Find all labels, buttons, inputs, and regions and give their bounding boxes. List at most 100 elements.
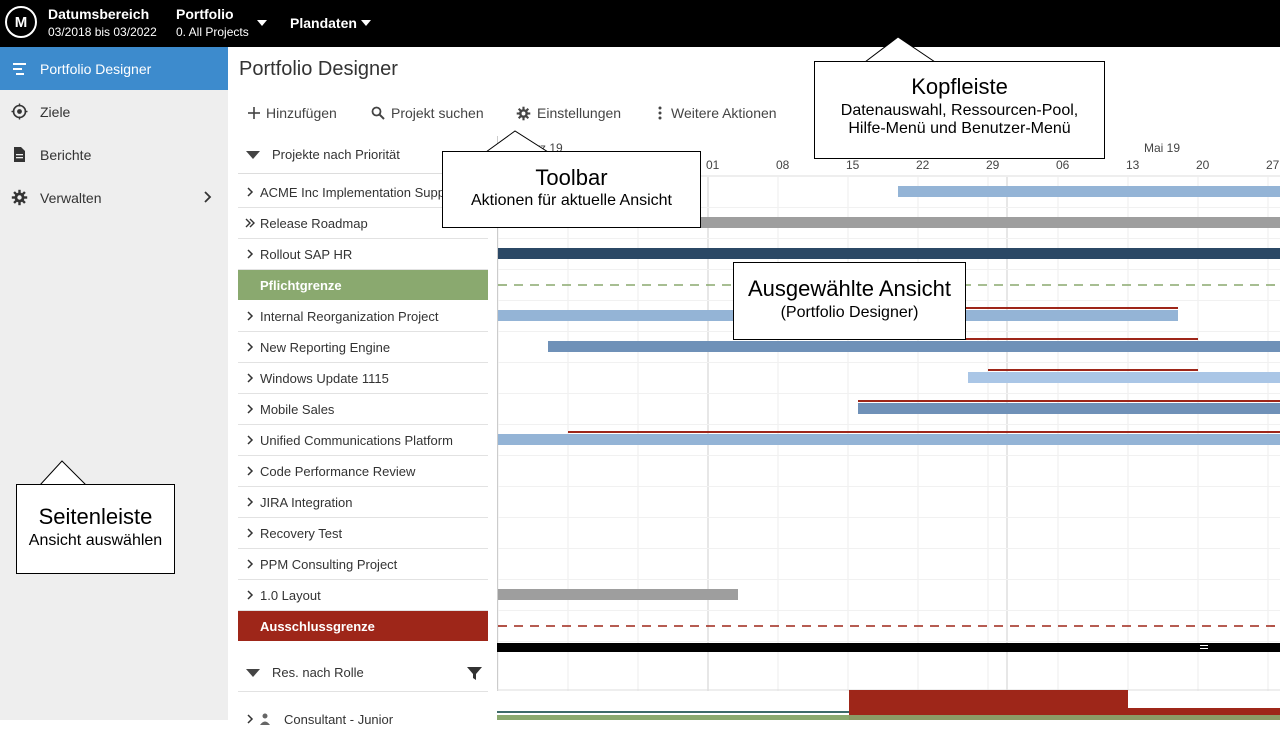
- pflichtgrenze-row[interactable]: Pflichtgrenze: [238, 270, 488, 300]
- week-label: 08: [776, 158, 790, 172]
- budget-overrun-line: [988, 369, 1198, 371]
- chevron-right-icon[interactable]: [245, 528, 255, 538]
- callout-toolbar: Toolbar Aktionen für aktuelle Ansicht: [442, 151, 701, 228]
- sidebar-item-berichte[interactable]: Berichte: [0, 133, 228, 176]
- list-item[interactable]: New Reporting Engine: [238, 332, 488, 363]
- caret-down-icon: [246, 151, 260, 159]
- plandaten-dropdown-icon[interactable]: [361, 20, 371, 26]
- project-name: Release Roadmap: [260, 215, 368, 231]
- chevron-right-icon[interactable]: [245, 497, 255, 507]
- plandaten-dropdown[interactable]: Plandaten: [290, 15, 357, 31]
- group-header-label: Projekte nach Priorität: [272, 147, 400, 162]
- search-project-button[interactable]: Projekt suchen: [371, 103, 484, 123]
- chevron-right-icon[interactable]: [245, 466, 255, 476]
- project-bar: [968, 372, 1280, 383]
- chevron-right-icon[interactable]: [245, 311, 255, 321]
- ausschlussgrenze-row[interactable]: Ausschlussgrenze: [238, 611, 488, 641]
- group-header-role[interactable]: Res. nach Rolle: [238, 654, 488, 692]
- date-range-value[interactable]: 03/2018 bis 03/2022: [48, 25, 157, 39]
- week-label: 06: [1056, 158, 1070, 172]
- settings-label: Einstellungen: [537, 105, 622, 121]
- list-item[interactable]: Windows Update 1115: [238, 363, 488, 394]
- week-label: 13: [1126, 158, 1140, 172]
- threshold-label: Ausschlussgrenze: [260, 618, 375, 634]
- sidebar-item-verwalten[interactable]: Verwalten: [0, 176, 228, 219]
- main-area: Portfolio Designer Hinzufügen Projekt su…: [228, 47, 1280, 727]
- budget-overrun-line: [568, 431, 1280, 433]
- budget-overrun-line: [938, 307, 1178, 309]
- callout-subtitle: Aktionen für aktuelle Ansicht: [470, 192, 672, 209]
- list-item[interactable]: Release Roadmap: [238, 208, 488, 239]
- res-header-label: Res. nach Rolle: [272, 665, 364, 680]
- more-actions-label: Weitere Aktionen: [671, 105, 777, 121]
- list-item[interactable]: Recovery Test: [238, 518, 488, 549]
- project-name: JIRA Integration: [260, 494, 353, 510]
- splitter-handle-icon[interactable]: [1200, 645, 1208, 649]
- project-bar: [548, 341, 1280, 352]
- chevron-right-icon[interactable]: [245, 342, 255, 352]
- chevron-right-icon[interactable]: [245, 404, 255, 414]
- list-item[interactable]: PPM Consulting Project: [238, 549, 488, 580]
- list-item[interactable]: ACME Inc Implementation Supp: [238, 177, 488, 208]
- add-button[interactable]: Hinzufügen: [248, 103, 337, 123]
- more-vertical-icon: [658, 106, 662, 120]
- document-icon: [14, 147, 25, 162]
- sidebar-item-portfolio-designer[interactable]: Portfolio Designer: [0, 47, 228, 90]
- date-range-label[interactable]: Datumsbereich: [48, 6, 150, 22]
- list-item[interactable]: Rollout SAP HR: [238, 239, 488, 270]
- project-name: New Reporting Engine: [260, 339, 391, 355]
- portfolio-label[interactable]: Portfolio: [176, 6, 234, 22]
- list-item[interactable]: 1.0 Layout: [238, 580, 488, 611]
- chevron-right-icon[interactable]: [245, 435, 255, 445]
- project-bar: [698, 217, 1280, 228]
- callout-subtitle: Hilfe-Menü und Benutzer-Menü: [848, 120, 1071, 137]
- sidebar-item-label: Berichte: [40, 146, 92, 163]
- project-name: Mobile Sales: [260, 401, 335, 417]
- project-bar: [498, 248, 1280, 259]
- list-item[interactable]: Internal Reorganization Project: [238, 301, 488, 332]
- chevron-right-icon[interactable]: [245, 559, 255, 569]
- list-item[interactable]: Code Performance Review: [238, 456, 488, 487]
- week-label: 22: [916, 158, 930, 172]
- chevron-right-icon[interactable]: [245, 590, 255, 600]
- budget-overrun-line: [918, 338, 1198, 340]
- group-header-priority[interactable]: Projekte nach Priorität: [238, 136, 488, 174]
- callout-title: Kopfleiste: [911, 74, 1008, 99]
- month-label: Mai 19: [1144, 141, 1181, 155]
- portfolio-dropdown-icon[interactable]: [257, 20, 267, 26]
- callout-subtitle: Ansicht auswählen: [28, 532, 163, 549]
- project-name: ACME Inc Implementation Supp: [260, 184, 445, 200]
- list-item[interactable]: JIRA Integration: [238, 487, 488, 518]
- settings-button[interactable]: Einstellungen: [516, 103, 621, 123]
- gear-icon: [11, 189, 28, 206]
- double-chevron-right-icon[interactable]: [245, 218, 255, 228]
- chevron-right-icon[interactable]: [245, 373, 255, 383]
- list-item[interactable]: Unified Communications Platform: [238, 425, 488, 456]
- project-name: Windows Update 1115: [260, 370, 389, 386]
- project-bar: [898, 186, 1280, 197]
- sidebar-item-label: Portfolio Designer: [40, 60, 152, 77]
- project-name: Code Performance Review: [260, 463, 416, 479]
- sidebar-item-ziele[interactable]: Ziele: [0, 90, 228, 133]
- list-item[interactable]: Mobile Sales: [238, 394, 488, 425]
- filter-icon[interactable]: [467, 666, 482, 681]
- chevron-right-icon: [204, 191, 212, 203]
- more-actions-button[interactable]: Weitere Aktionen: [655, 103, 777, 123]
- project-name: Internal Reorganization Project: [260, 308, 439, 324]
- panel-splitter[interactable]: [497, 643, 1280, 652]
- callout-title: Ausgewählte Ansicht: [747, 276, 952, 301]
- app-logo-icon[interactable]: M: [5, 6, 37, 38]
- chevron-right-icon[interactable]: [245, 187, 255, 197]
- sidebar-item-label: Verwalten: [40, 189, 102, 206]
- portfolio-designer-icon: [13, 63, 26, 75]
- chevron-right-icon[interactable]: [245, 249, 255, 259]
- threshold-label: Pflichtgrenze: [260, 277, 342, 293]
- sidebar: Portfolio Designer Ziele Berichte Verwal…: [0, 47, 228, 720]
- project-bar: [858, 403, 1280, 414]
- project-name: Rollout SAP HR: [260, 246, 353, 262]
- portfolio-value[interactable]: 0. All Projects: [176, 25, 249, 39]
- search-icon: [371, 106, 385, 120]
- project-name: 1.0 Layout: [260, 587, 321, 603]
- project-bar: [498, 434, 1280, 445]
